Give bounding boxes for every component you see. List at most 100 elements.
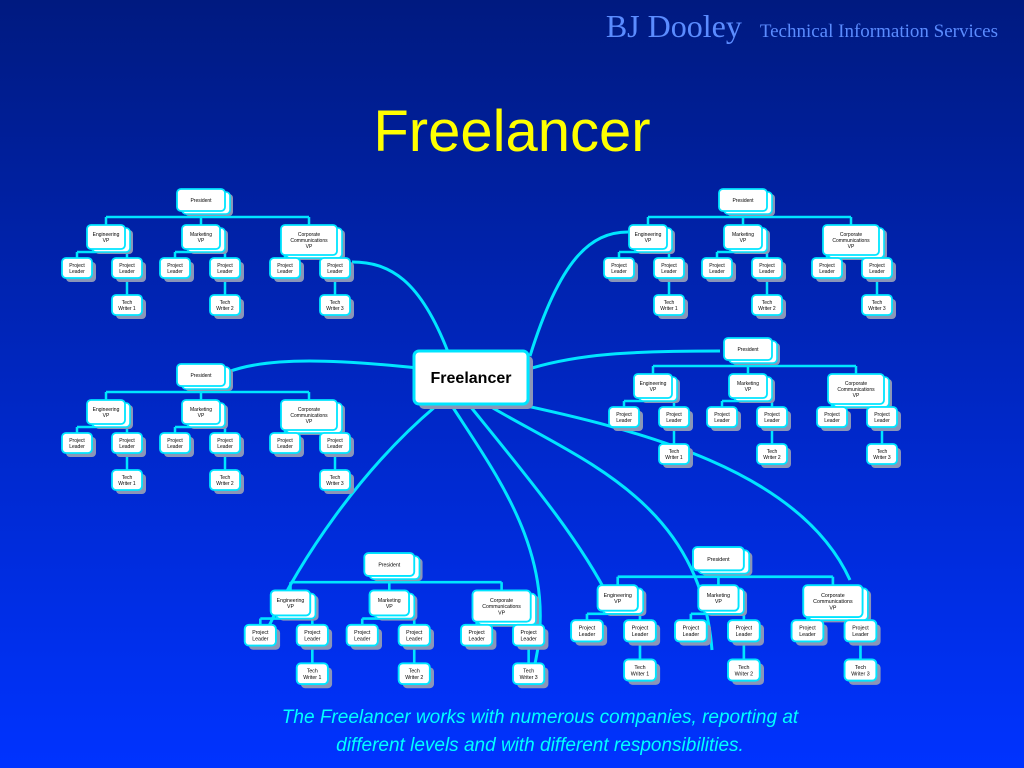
- tech-writer-node-box: [111, 469, 143, 491]
- president-node: President: [176, 363, 233, 391]
- tech-writer-node-box: [209, 294, 241, 316]
- tech-writer-node-box: [295, 662, 329, 686]
- tech-writer-node-label: Writer 2: [216, 306, 234, 312]
- project-leader-node-box: [209, 257, 241, 279]
- tech-writer-node-label: Writer 1: [118, 481, 136, 487]
- project-leader-node-label: Project: [759, 263, 775, 269]
- hub-connector-4: [531, 349, 721, 370]
- tech-writer-node-label: Tech: [122, 475, 133, 481]
- president-node-box: [363, 552, 416, 577]
- vp-node-label: VP: [614, 599, 622, 605]
- project-leader-node-box: [319, 432, 351, 454]
- project-leader-node-label: Project: [354, 630, 371, 636]
- tech-writer-node-box: [397, 662, 431, 686]
- tech-writer-node-box: [756, 443, 788, 465]
- project-leader-node-label: Project: [611, 263, 627, 269]
- project-leader-node-box: [269, 432, 301, 454]
- project-leader-node-label: Leader: [119, 269, 135, 275]
- project-leader-node-box: [866, 406, 898, 428]
- project-leader-node-box: [209, 432, 241, 454]
- vp-node-label: Engineering: [640, 381, 667, 387]
- tech-writer-node-label: Writer 1: [660, 306, 678, 312]
- project-leader-node-label: Project: [469, 630, 486, 636]
- project-leader-node-box: [243, 623, 277, 647]
- project-leader-node-label: Leader: [469, 636, 485, 642]
- tech-writer-node-label: Tech: [664, 300, 675, 306]
- vp-node-label: VP: [853, 393, 860, 399]
- project-leader-node-box: [751, 257, 783, 279]
- project-leader-node-label: Project: [709, 263, 725, 269]
- vp-node-label: Engineering: [277, 598, 305, 604]
- vp-node-label: VP: [645, 238, 652, 244]
- vp-node-label: Engineering: [93, 407, 120, 413]
- caption-line-2: different levels and with different resp…: [336, 735, 744, 756]
- vp-node-label: VP: [745, 387, 752, 393]
- president-node: President: [718, 188, 775, 216]
- project-leader-node-label: Leader: [217, 269, 233, 275]
- project-leader-node-label: Leader: [327, 444, 343, 450]
- project-leader-node-box: [816, 406, 848, 428]
- tech-writer-node-label: Writer 3: [326, 306, 344, 312]
- project-leader-node-label: Leader: [406, 636, 422, 642]
- vp-node-box: [280, 224, 338, 256]
- project-leader-node-label: Leader: [354, 636, 370, 642]
- project-leader-node-label: Leader: [167, 269, 183, 275]
- project-leader-node-label: Project: [327, 438, 343, 444]
- vp-node-box: [181, 224, 221, 250]
- project-leader-node-box: [397, 623, 431, 647]
- tech-writer-node-label: Writer 3: [520, 675, 538, 681]
- project-leader-node-label: Leader: [759, 269, 775, 275]
- project-leader-node-box: [603, 257, 635, 279]
- president-node-label: President: [737, 347, 759, 353]
- org-chart-5: PresidentEngineeringVPMarketingVPCorpora…: [243, 552, 549, 689]
- vp-node-box: [628, 224, 668, 250]
- vp-node-label: VP: [103, 238, 110, 244]
- tech-writer-node-box: [653, 294, 685, 316]
- vp-node-box: [280, 399, 338, 431]
- vp-node-label: VP: [306, 244, 313, 250]
- tech-writer-node-box: [512, 662, 546, 686]
- project-leader-node-label: Project: [824, 412, 840, 418]
- project-leader-node-label: Leader: [632, 632, 649, 638]
- brand-header: BJ Dooley Technical Information Services: [606, 8, 998, 45]
- president-node: President: [723, 337, 780, 365]
- project-leader-node-box: [111, 257, 143, 279]
- vp-node-label: VP: [287, 604, 294, 610]
- tech-writer-node-label: Tech: [877, 449, 888, 455]
- vp-node-label: VP: [829, 606, 837, 612]
- project-leader-node-label: Project: [736, 626, 753, 632]
- vp-node-label: Engineering: [93, 232, 120, 238]
- org-charts: PresidentEngineeringVPMarketingVPCorpora…: [61, 188, 901, 689]
- project-leader-node-label: Leader: [167, 444, 183, 450]
- tech-writer-node-box: [209, 469, 241, 491]
- tech-writer-node-label: Writer 3: [326, 481, 344, 487]
- project-leader-node-label: Leader: [69, 444, 85, 450]
- project-leader-node-label: Leader: [327, 269, 343, 275]
- tech-writer-node-label: Tech: [330, 475, 341, 481]
- project-leader-node-label: Leader: [874, 418, 890, 424]
- tech-writer-node-label: Tech: [669, 449, 680, 455]
- freelancer-hub: Freelancer: [412, 349, 533, 409]
- project-leader-node-label: Leader: [277, 444, 293, 450]
- vp-node-label: VP: [848, 244, 855, 250]
- project-leader-node-box: [111, 432, 143, 454]
- vp-node-box: [827, 373, 885, 405]
